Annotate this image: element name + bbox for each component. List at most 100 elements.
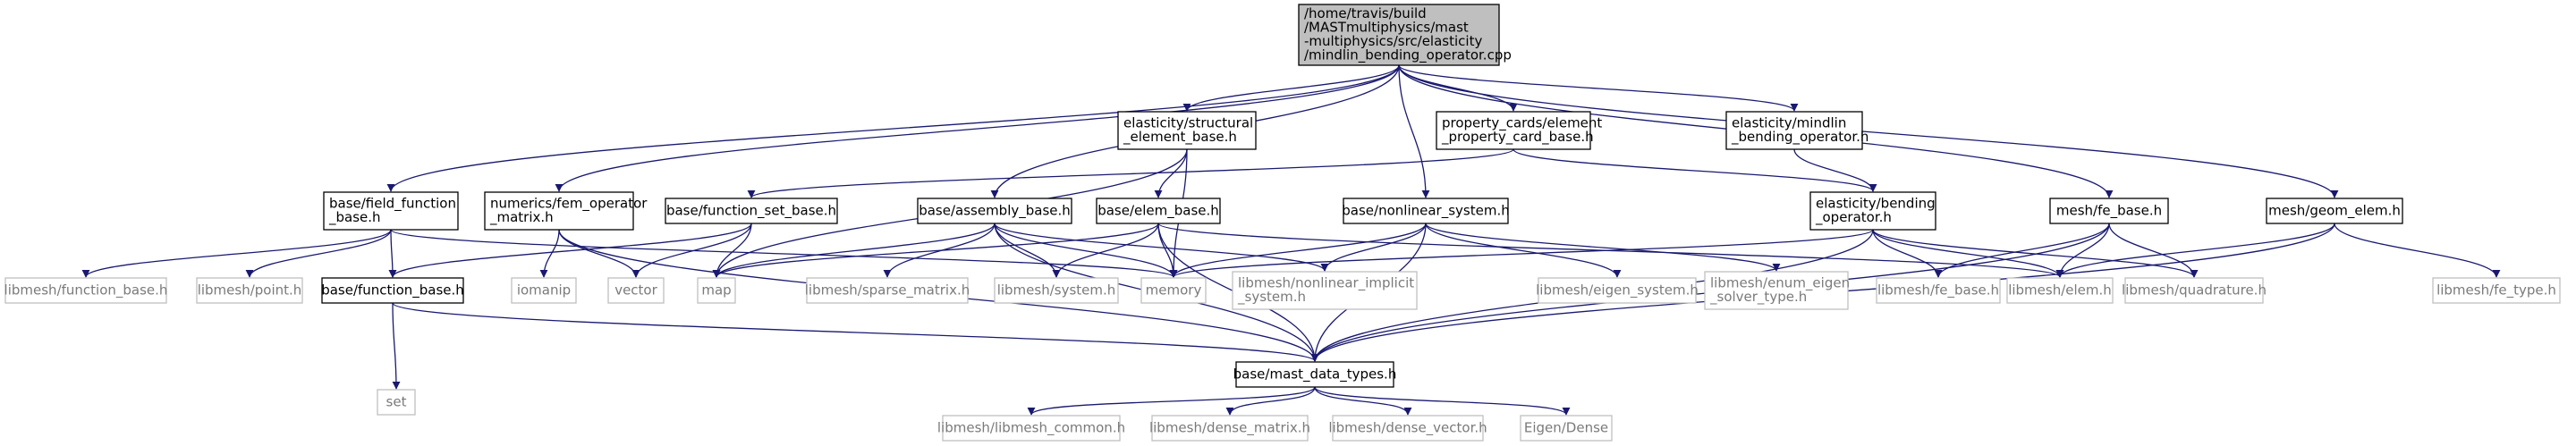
node-lm-enum-eigen: libmesh/enum_eigen_solver_type.h (1704, 271, 1850, 310)
node-box (2049, 198, 2169, 224)
node-label-line: map (701, 282, 731, 298)
node-label-line: libmesh/libmesh_common.h (937, 419, 1125, 436)
edge-assembly-to-map (712, 223, 996, 278)
node-label-line: mesh/fe_base.h (2056, 202, 2162, 219)
node-label-line: mesh/geom_elem.h (2268, 202, 2401, 219)
node-label-line: memory (1146, 282, 1202, 298)
node-box (1232, 271, 1418, 310)
node-label-line: libmesh/point.h (198, 282, 302, 298)
node-root[interactable]: /home/travis/build/MASTmultiphysics/mast… (1298, 4, 1512, 66)
node-label-line: numerics/fem_operator (490, 196, 648, 213)
node-lm-common: libmesh/libmesh_common.h (937, 415, 1125, 442)
node-lm-fn-base: libmesh/function_base.h (4, 277, 168, 304)
node-lm-eigen-sys: libmesh/eigen_system.h (1536, 277, 1699, 304)
node-label-line: /MASTmultiphysics/mast (1304, 20, 1469, 36)
edge-root-to-mindlin-h (1398, 64, 1799, 112)
node-box (1096, 198, 1221, 224)
node-box (196, 277, 303, 304)
edge-geom-elem-to-lm-elem (2055, 223, 2335, 278)
edge-field-fn-to-lm-fn-base (81, 229, 392, 278)
node-memory: memory (1140, 277, 1207, 304)
edge-structural-to-elem-base (1154, 148, 1188, 198)
node-lm-nonlin-impl: libmesh/nonlinear_implicit_system.h (1232, 271, 1418, 310)
edge-fem-op-to-vector (558, 229, 640, 278)
node-structural[interactable]: elasticity/structural_element_base.h (1117, 111, 1257, 150)
node-box (806, 277, 969, 304)
edge-geom-elem-to-lm-fe-type (2334, 223, 2501, 278)
node-mast-types[interactable]: base/mast_data_types.h (1233, 361, 1397, 388)
node-mindlin-h[interactable]: elasticity/mindlin_bending_operator.h (1725, 111, 1868, 150)
node-label-line: property_cards/element (1442, 115, 1602, 132)
edge-nonlin-to-lm-enum-eigen (1425, 223, 1781, 272)
edge-root-to-structural (1182, 64, 1400, 112)
node-geom-elem[interactable]: mesh/geom_elem.h (2266, 198, 2403, 224)
node-box (665, 198, 838, 224)
node-box (4, 277, 167, 304)
node-label-line: _system.h (1237, 289, 1306, 306)
node-nonlin[interactable]: base/nonlinear_system.h (1342, 198, 1510, 224)
node-label-line: set (386, 393, 407, 409)
node-box (484, 191, 634, 231)
node-map: map (697, 277, 736, 304)
node-box (2124, 277, 2264, 304)
edge-mast-types-to-eigen-dense (1314, 386, 1571, 416)
edge-nonlin-to-lm-nonlin-impl (1320, 223, 1427, 272)
edge-fem-op-to-iomanip (539, 229, 560, 278)
edge-mast-types-to-lm-dense-vec (1314, 386, 1412, 416)
edge-root-to-geom-elem (1398, 64, 2339, 198)
node-label-line: libmesh/quadrature.h (2122, 282, 2267, 298)
node-box (1876, 277, 2001, 304)
edge-elem-base-to-lm-system (1052, 223, 1159, 278)
node-label-line: libmesh/eigen_system.h (1536, 282, 1699, 299)
node-box (1538, 277, 1697, 304)
node-lm-fe-base: libmesh/fe_base.h (1876, 277, 2001, 304)
node-set: set (377, 389, 416, 416)
node-box (942, 415, 1121, 442)
node-assembly[interactable]: base/assembly_base.h (917, 198, 1072, 224)
node-bending[interactable]: elasticity/bending_operator.h (1809, 191, 1936, 231)
node-label-line: /home/travis/build (1304, 5, 1427, 21)
node-label-line: _element_base.h (1123, 129, 1237, 146)
node-propcard[interactable]: property_cards/element_property_card_bas… (1436, 111, 1602, 150)
node-label-line: _operator.h (1815, 209, 1892, 226)
node-label-line: /mindlin_bending_operator.cpp (1304, 47, 1512, 64)
edge-bending-to-lm-elem (1872, 229, 2064, 278)
edge-bending-to-lm-quad (1872, 229, 2199, 278)
node-lm-quad: libmesh/quadrature.h (2122, 277, 2267, 304)
node-box (697, 277, 736, 304)
node-fn-base[interactable]: base/function_base.h (321, 277, 464, 304)
node-fem-op[interactable]: numerics/fem_operator_matrix.h (484, 191, 648, 231)
node-field-fn[interactable]: base/field_function_base.h (323, 191, 459, 231)
node-box (1140, 277, 1207, 304)
node-box (321, 277, 464, 304)
node-elem-base[interactable]: base/elem_base.h (1096, 198, 1221, 224)
edge-root-to-fem-op (555, 64, 1400, 192)
node-fe-base-mesh[interactable]: mesh/fe_base.h (2049, 198, 2169, 224)
node-box (2006, 277, 2114, 304)
node-label-line: libmesh/dense_vector.h (1328, 419, 1487, 436)
node-label-line: vector (614, 282, 657, 298)
edge-fn-base-to-set (392, 302, 401, 390)
edge-mast-types-to-lm-common (1027, 386, 1316, 416)
node-lm-system: libmesh/system.h (994, 277, 1119, 304)
node-vector: vector (607, 277, 665, 304)
node-label-line: libmesh/elem.h (2008, 282, 2112, 298)
node-label-line: iomanip (517, 282, 571, 298)
node-label-line: base/function_set_base.h (666, 202, 836, 219)
node-box (1332, 415, 1484, 442)
dependency-edges (81, 64, 2501, 416)
node-lm-point: libmesh/point.h (196, 277, 303, 304)
node-fn-set[interactable]: base/function_set_base.h (665, 198, 838, 224)
node-box (1343, 198, 1509, 224)
node-lm-dense-mat: libmesh/dense_matrix.h (1149, 415, 1310, 442)
node-label-line: libmesh/function_base.h (4, 282, 168, 299)
node-label-line: elasticity/mindlin (1732, 115, 1846, 131)
node-label-line: base/field_function (329, 196, 456, 213)
node-label-line: base/function_base.h (321, 282, 464, 299)
node-box (1235, 361, 1394, 388)
edge-propcard-to-fn-set (747, 148, 1514, 198)
node-box (1809, 191, 1936, 231)
node-lm-elem: libmesh/elem.h (2006, 277, 2114, 304)
edge-elem-base-to-map (712, 223, 1159, 278)
